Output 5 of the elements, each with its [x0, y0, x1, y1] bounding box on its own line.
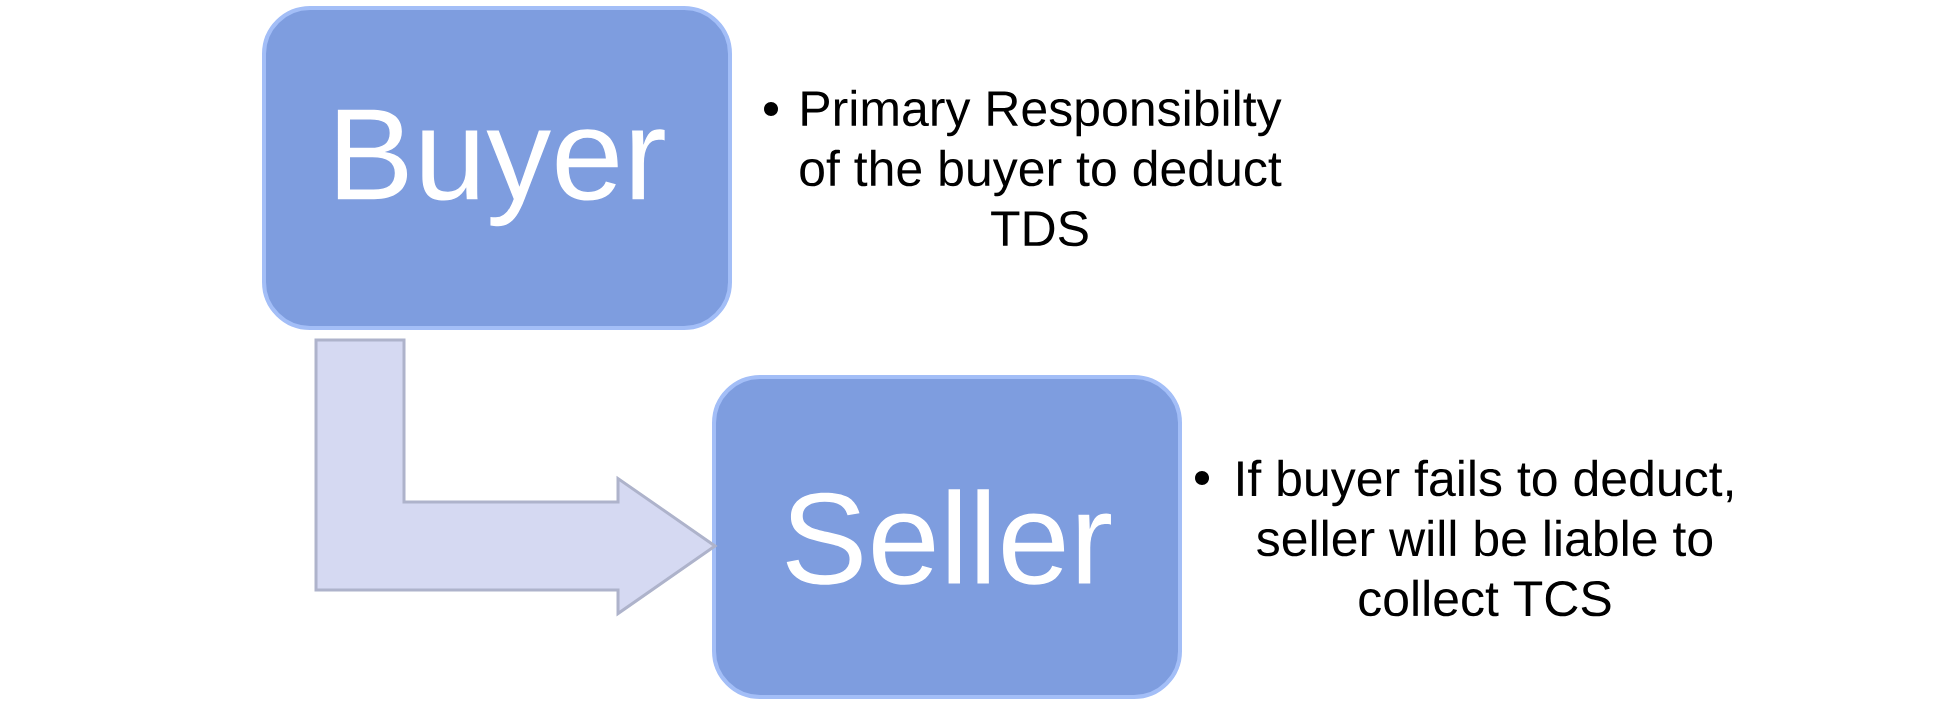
bullet-text: Primary Responsibilty of the buyer to deduct TDS	[800, 89, 1282, 247]
bent-arrow	[314, 338, 718, 617]
rounded-box: Buyer	[262, 6, 732, 330]
bullet-text: If buyer fails to deduct, seller will be liable to collect TCS	[1238, 459, 1732, 617]
rounded-box: Seller	[712, 375, 1182, 699]
